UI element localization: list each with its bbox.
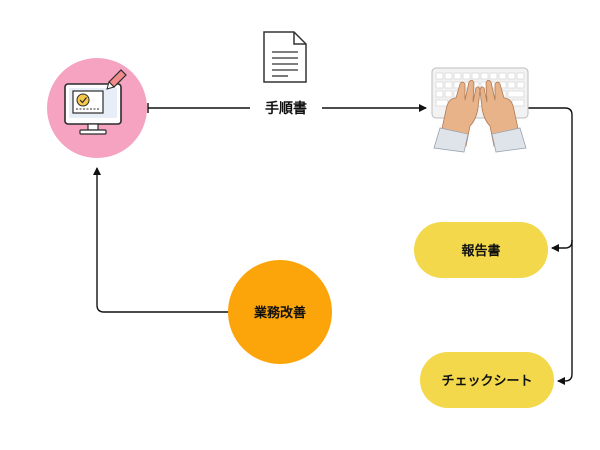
hands-typing-keyboard-icon [431, 67, 529, 153]
left-hand [433, 79, 481, 153]
checksheet-node-pill [420, 352, 554, 408]
report-node: 報告書 [414, 222, 548, 278]
checksheet-node: チェックシート [420, 352, 554, 408]
top-arrow-label: 手順書 [265, 100, 307, 117]
connectors [93, 103, 573, 385]
connector-keyboard-to-report [527, 107, 573, 252]
document-icon [263, 31, 307, 83]
connector-keyboard-to-checksheet [557, 240, 573, 385]
connector-improvement-to-computer [93, 167, 230, 313]
improvement-node-circle [228, 260, 332, 364]
computer-node [47, 58, 147, 158]
improvement-node: 業務改善 [228, 260, 332, 364]
computer-checklist-icon [64, 69, 127, 135]
improvement-node-label: 業務改善 [253, 305, 306, 321]
checksheet-node-label: チェックシート [441, 374, 532, 389]
report-node-label: 報告書 [461, 243, 500, 259]
right-hand [479, 79, 527, 153]
report-node-pill [414, 222, 548, 278]
